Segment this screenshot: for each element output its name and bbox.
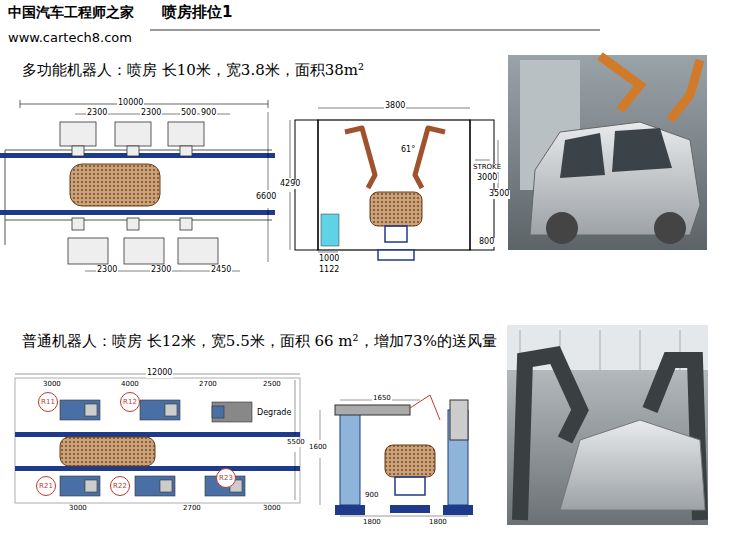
dimension: 3000 — [42, 381, 62, 389]
callout-number: R12 — [123, 399, 137, 406]
dimension: 2450 — [210, 266, 232, 275]
dimension: 3000 — [68, 505, 88, 513]
dimension: 500 — [180, 109, 197, 118]
page-title: 喷房排位1 — [162, 4, 232, 21]
dimension: 1800 — [428, 519, 448, 527]
dimension: 2300 — [140, 109, 162, 118]
dimension: 1800 — [362, 519, 382, 527]
robot-number-circle: R11 — [38, 392, 58, 412]
dimension: 1000 — [318, 255, 340, 264]
callout-number: R23 — [219, 475, 233, 482]
dimension: 2700 — [182, 505, 202, 513]
dimension: 10000 — [117, 99, 144, 108]
dimension: 2300 — [150, 266, 172, 275]
dimension: 900 — [364, 492, 379, 500]
dimension: 4290 — [279, 180, 301, 189]
section-heading: 多功能机器人：喷房 长10米，宽3.8米，面积38m² — [22, 62, 364, 79]
dimension: 2300 — [86, 109, 108, 118]
section-heading: 普通机器人：喷房 长12米，宽5.5米，面积 66 m²，增加73%的送风量 — [22, 333, 497, 350]
callout-number: R22 — [113, 483, 127, 490]
robot-number-circle: R12 — [120, 392, 140, 412]
dimension: 1600 — [308, 444, 328, 452]
callout-number: R21 — [39, 483, 53, 490]
angle: 61° — [400, 146, 416, 155]
dimension: 2300 — [96, 266, 118, 275]
robot-number-circle: R22 — [110, 476, 130, 496]
dimension: 12000 — [146, 369, 173, 378]
dimension: 2500 — [262, 381, 282, 389]
dimension: 2700 — [198, 381, 218, 389]
watermark: 中国汽车工程师之家 — [8, 5, 134, 20]
dimension: 3500 — [488, 190, 510, 199]
dimension: 6600 — [255, 193, 277, 202]
dimension: STROKE — [472, 164, 502, 172]
callout-number: R11 — [41, 399, 55, 406]
robot-number-circle: R23 — [216, 468, 236, 488]
dimension: 1122 — [318, 266, 340, 275]
dimension: 1650 — [372, 395, 392, 403]
dimension: 3000 — [476, 174, 498, 183]
dimension: 3800 — [384, 102, 406, 111]
dimension: 800 — [478, 238, 495, 247]
robot-number-circle: R21 — [36, 476, 56, 496]
dimension: 3000 — [262, 505, 282, 513]
robot-label: Degrade — [256, 409, 292, 418]
dimension: 4000 — [120, 381, 140, 389]
dimension: 900 — [200, 109, 217, 118]
dimension: 5500 — [286, 439, 306, 447]
watermark-url: www.cartech8.com — [8, 31, 132, 45]
